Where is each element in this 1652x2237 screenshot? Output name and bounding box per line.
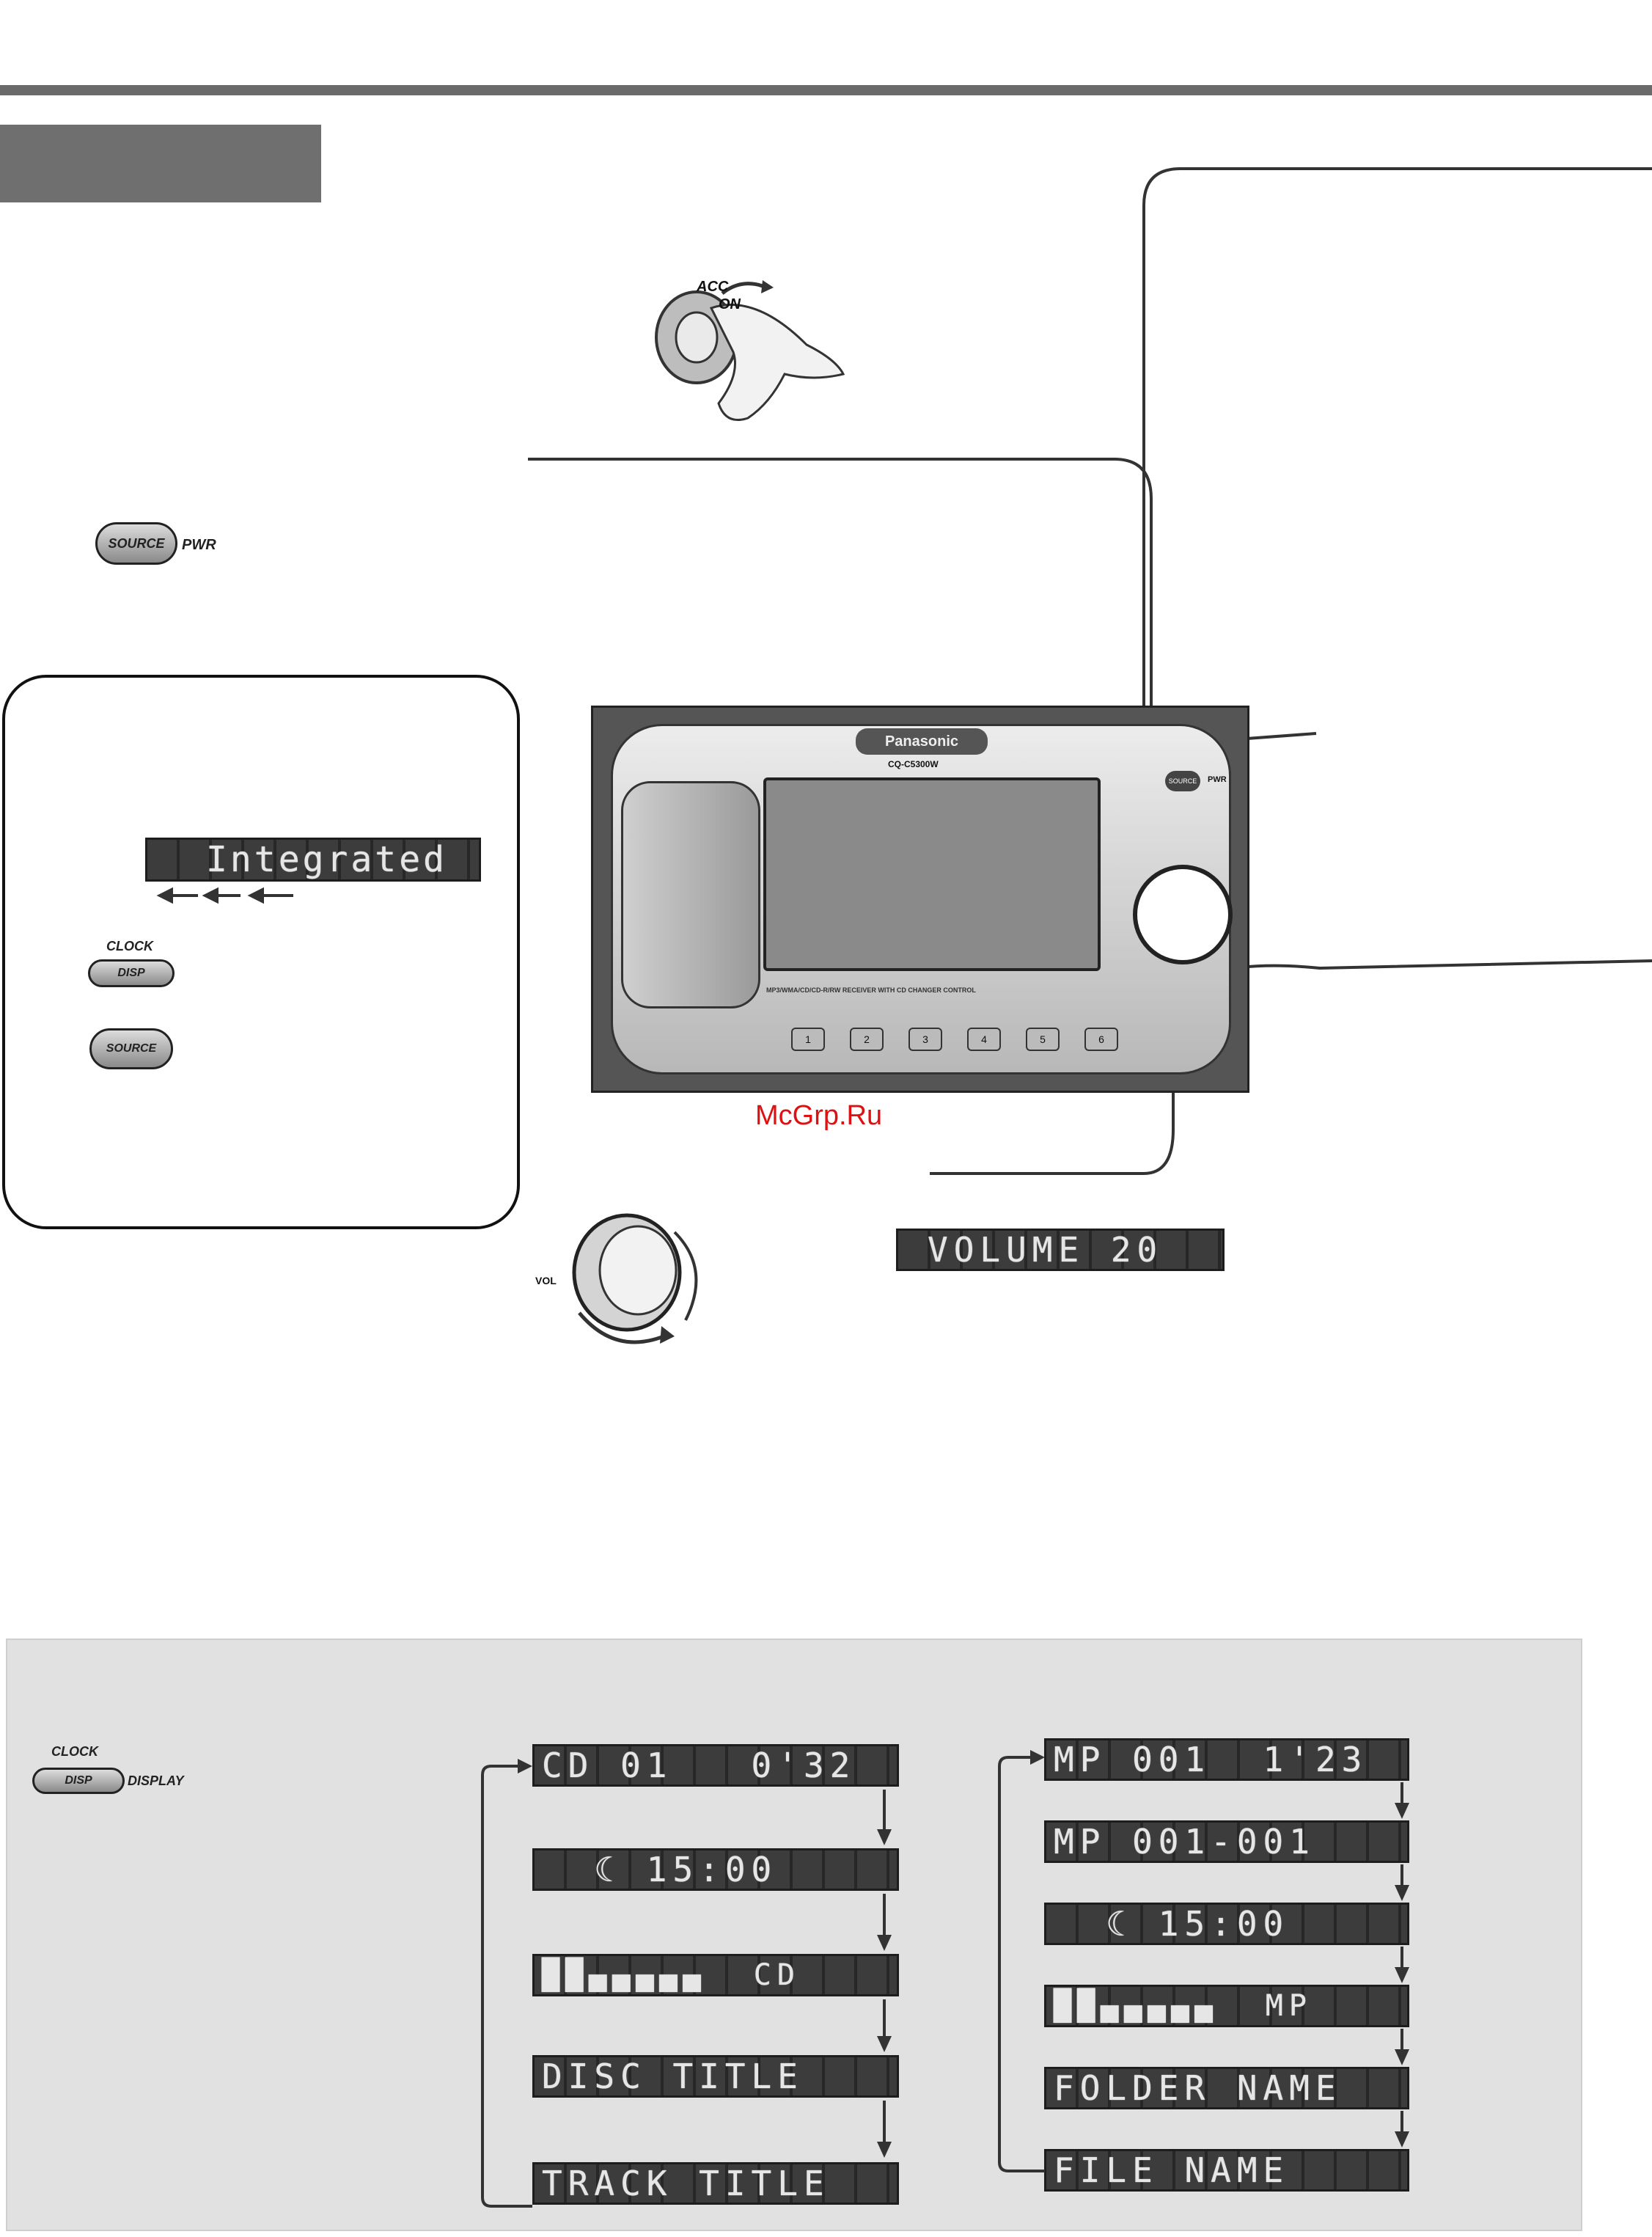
cd-lcd-text: ██▄▄▄▄▄ CD [542,1958,801,1992]
mp-lcd-text: FILE NAME [1054,2150,1290,2190]
demo-source-button[interactable]: SOURCE [89,1028,173,1069]
volume-knob-illustration: VOL [528,1203,711,1357]
demo-source-label: SOURCE [106,1042,157,1055]
mp-lcd-5: FOLDER NAME [1044,2067,1409,2109]
demo-disp-label: DISP [117,967,145,979]
preset-button-4[interactable]: 4 [967,1028,1001,1051]
unit-source-button[interactable]: SOURCE [1165,771,1200,791]
cd-arrow-down [877,2036,892,2052]
cd-arrow-line [883,1894,886,1936]
cd-lcd-4: DISC TITLE [532,2055,899,2098]
top-rule [0,85,1652,95]
mp-lcd-text: ██▄▄▄▄▄ MP [1054,1989,1313,2023]
head-unit: Panasonic CQ-C5300W SOURCE PWR MP3/WMA/C… [591,706,1249,1093]
volume-lcd-text: VOLUME 20 [928,1230,1164,1270]
preset-label: 5 [1040,1033,1046,1045]
section-tab [0,125,321,202]
unit-left-panel [621,781,760,1008]
mp-arrow-line [1400,1782,1403,1804]
model-text: CQ-C5300W [888,759,939,769]
cd-lcd-2: ☾ 15:00 [532,1848,899,1891]
cd-lcd-text: CD 01 0'32 [542,1746,856,1785]
brand-plate: Panasonic [856,728,988,755]
mp-lcd-6: FILE NAME [1044,2149,1409,2192]
unit-source-label: SOURCE [1168,777,1197,785]
ignition-key-illustration: ACC ON [645,264,858,433]
cd-arrow-down [877,2142,892,2158]
mp-lcd-2: MP 001-001 [1044,1820,1409,1863]
preset-label: 4 [981,1033,987,1045]
source-button-label: SOURCE [108,535,165,551]
mp-arrow-down [1395,1967,1409,1983]
mp-arrow-line [1400,2029,1403,2051]
preset-button-6[interactable]: 6 [1084,1028,1118,1051]
unit-preset-row: 1 2 3 4 5 6 [791,1028,1143,1057]
on-label: ON [719,296,741,312]
mp-lcd-text: FOLDER NAME [1054,2068,1342,2108]
cd-lcd-1: CD 01 0'32 [532,1744,899,1787]
unit-volume-knob[interactable] [1133,865,1233,964]
demo-box [2,675,520,1229]
unit-screen [763,777,1101,971]
mp-arrow-down [1395,1885,1409,1901]
preset-label: 2 [864,1033,870,1045]
panel-disp-label: DISP [65,1774,92,1787]
scroll-arrows [154,885,301,907]
cd-lcd-text: ☾ 15:00 [542,1850,778,1889]
cd-lcd-3: ██▄▄▄▄▄ CD [532,1954,899,1996]
preset-label: 3 [922,1033,928,1045]
cd-arrow-line [883,2101,886,2143]
panel-disp-button[interactable]: DISP [32,1768,125,1794]
mp-lcd-text: ☾ 15:00 [1054,1904,1290,1944]
mp-loop-arrow [998,1750,1045,2172]
preset-label: 1 [805,1033,811,1045]
unit-tagline: MP3/WMA/CD/CD-R/RW RECEIVER WITH CD CHAN… [766,986,976,994]
cd-lcd-text: TRACK TITLE [542,2164,830,2203]
preset-button-3[interactable]: 3 [908,1028,942,1051]
mp-arrow-down [1395,2131,1409,2148]
mp-arrow-line [1400,1947,1403,1969]
demo-lcd: Integrated [145,838,481,882]
mp-arrow-line [1400,1864,1403,1886]
cd-arrow-line [883,1790,886,1831]
mp-lcd-3: ☾ 15:00 [1044,1903,1409,1945]
acc-label: ACC [697,279,729,295]
demo-disp-button[interactable]: DISP [88,959,175,987]
mp-lcd-text: MP 001-001 [1054,1822,1315,1861]
cd-arrow-down [877,1935,892,1951]
cd-arrow-line [883,1999,886,2038]
pwr-label: PWR [182,537,216,553]
demo-clock-label: CLOCK [106,939,153,953]
demo-lcd-text: Integrated [206,839,447,880]
panel-clock-label: CLOCK [51,1744,98,1759]
volume-lcd: VOLUME 20 [896,1229,1225,1271]
mp-arrow-down [1395,2049,1409,2065]
mp-arrow-down [1395,1803,1409,1819]
unit-pwr-label: PWR [1208,775,1227,784]
panel-display-label: DISPLAY [128,1773,184,1788]
mp-lcd-4: ██▄▄▄▄▄ MP [1044,1985,1409,2027]
watermark: McGrp.Ru [755,1100,883,1131]
preset-button-5[interactable]: 5 [1026,1028,1060,1051]
preset-button-2[interactable]: 2 [850,1028,884,1051]
preset-button-1[interactable]: 1 [791,1028,825,1051]
preset-label: 6 [1098,1033,1104,1045]
vol-label: VOL [535,1275,557,1286]
cd-arrow-down [877,1829,892,1845]
cd-lcd-5: TRACK TITLE [532,2162,899,2205]
mp-lcd-1: MP 001 1'23 [1044,1738,1409,1781]
source-pwr-button[interactable]: SOURCE [95,522,177,565]
mp-arrow-line [1400,2111,1403,2133]
cd-lcd-text: DISC TITLE [542,2057,804,2096]
brand-text: Panasonic [884,733,959,750]
mp-lcd-text: MP 001 1'23 [1054,1740,1368,1779]
cd-loop-arrow [481,1759,532,2208]
